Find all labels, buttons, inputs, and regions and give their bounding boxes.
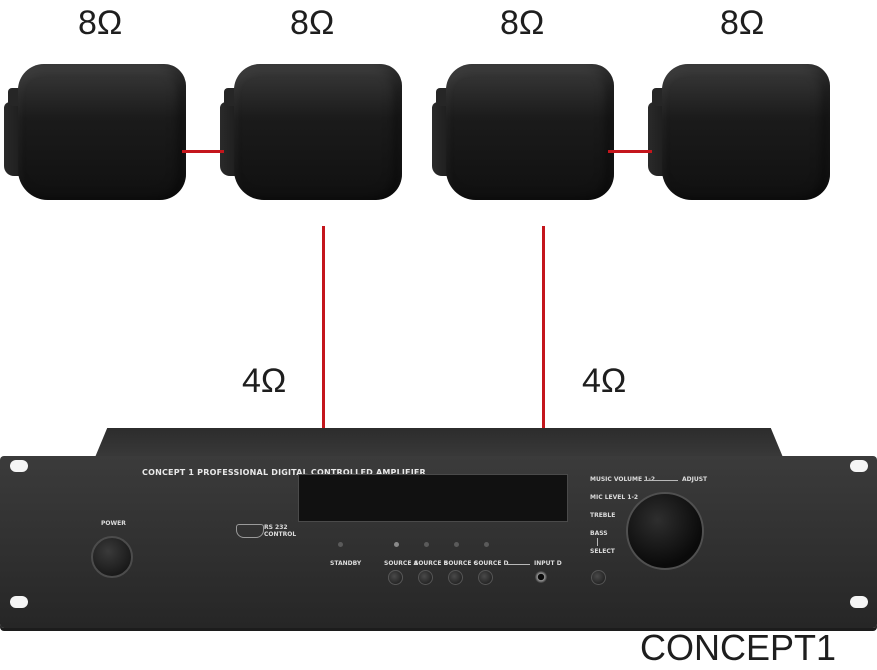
power-label: POWER: [101, 520, 126, 527]
music-volume-label: MUSIC VOLUME 1-2: [590, 476, 656, 483]
source-d-label: SOURCE D: [474, 560, 509, 567]
adjust-divider: [644, 480, 678, 481]
source-c-led: [454, 542, 459, 547]
adjust-knob[interactable]: [626, 492, 704, 570]
rack-hole-bottom-left: [10, 596, 28, 608]
speaker-1-impedance: 8Ω: [78, 4, 123, 42]
source-b-button[interactable]: [418, 570, 433, 585]
power-button[interactable]: [91, 536, 133, 578]
model-name: CONCEPT1: [640, 627, 837, 668]
speaker-3: [432, 64, 616, 204]
source-c-button[interactable]: [448, 570, 463, 585]
wire-pair-2-amp: [542, 226, 545, 428]
speaker-1: [4, 64, 188, 204]
speaker-2-impedance: 8Ω: [290, 4, 335, 42]
standby-label: STANDBY: [330, 560, 362, 567]
source-a-led: [394, 542, 399, 547]
bass-label: BASS: [590, 530, 608, 537]
rack-hole-bottom-right: [850, 596, 868, 608]
mic-level-label: MIC LEVEL 1-2: [590, 494, 639, 501]
adjust-label: ADJUST: [682, 476, 708, 483]
select-label: SELECT: [590, 548, 615, 555]
rack-hole-top-right: [850, 460, 868, 472]
rs232-label: RS 232 CONTROL: [264, 524, 297, 538]
source-c-label: SOURCE C: [444, 560, 478, 567]
wire-speaker-1-2: [182, 150, 224, 153]
amplifier: CONCEPT 1 PROFESSIONAL DIGITAL CONTROLLE…: [0, 420, 877, 635]
source-b-label: SOURCE B: [414, 560, 449, 567]
source-b-led: [424, 542, 429, 547]
speaker-3-impedance: 8Ω: [500, 4, 545, 42]
source-d-button[interactable]: [478, 570, 493, 585]
speaker-2: [220, 64, 404, 204]
pair-1-impedance: 4Ω: [242, 362, 287, 400]
wire-pair-1-amp: [322, 226, 325, 428]
wire-speaker-3-4: [608, 150, 652, 153]
source-a-button[interactable]: [388, 570, 403, 585]
speaker-4: [648, 64, 832, 204]
amplifier-brand-line: CONCEPT 1 PROFESSIONAL DIGITAL CONTROLLE…: [142, 468, 426, 477]
pair-2-impedance: 4Ω: [582, 362, 627, 400]
source-a-label: SOURCE A: [384, 560, 419, 567]
input-d-divider: [504, 564, 530, 565]
rs232-port-icon: [236, 524, 264, 538]
front-display: [298, 474, 568, 522]
input-d-jack[interactable]: [535, 571, 547, 583]
rack-hole-top-left: [10, 460, 28, 472]
treble-label: TREBLE: [590, 512, 616, 519]
amplifier-front-panel: CONCEPT 1 PROFESSIONAL DIGITAL CONTROLLE…: [0, 456, 877, 628]
select-button[interactable]: [591, 570, 606, 585]
speaker-4-impedance: 8Ω: [720, 4, 765, 42]
select-divider: [597, 538, 598, 546]
input-d-label: INPUT D: [534, 560, 562, 567]
source-d-led: [484, 542, 489, 547]
standby-led: [338, 542, 343, 547]
